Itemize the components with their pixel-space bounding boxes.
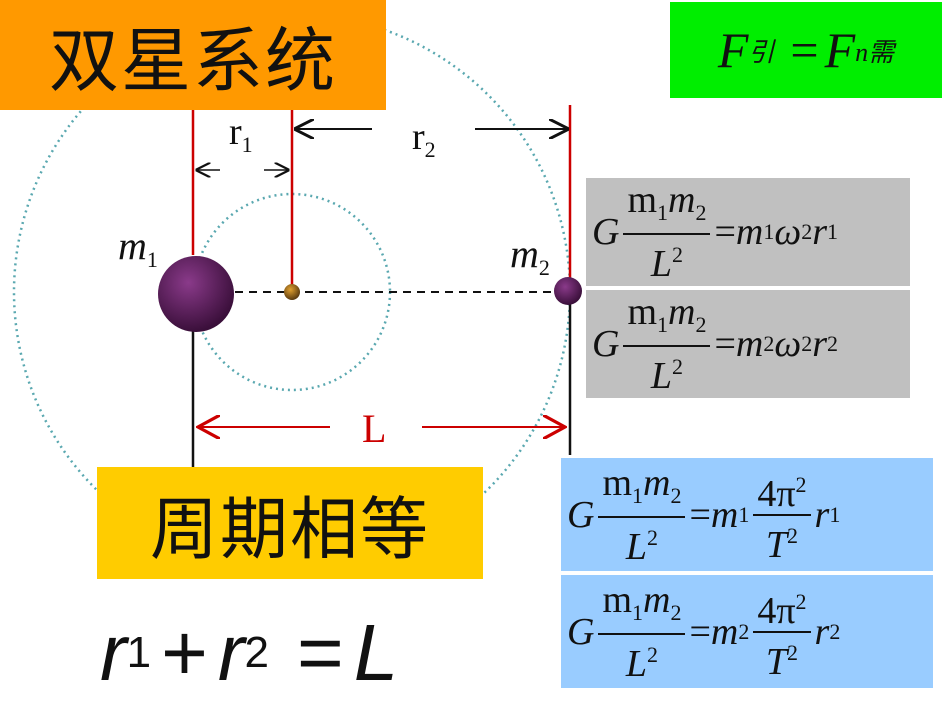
L-label: L xyxy=(362,406,387,451)
star-m1 xyxy=(158,256,234,332)
m1-label: m1 xyxy=(118,223,158,272)
title: 双星系统 xyxy=(0,0,386,110)
r1-label: r1 xyxy=(229,111,253,157)
center-of-mass xyxy=(284,284,300,300)
r2-label: r2 xyxy=(412,116,436,162)
period-equal-label: 周期相等 xyxy=(97,467,483,579)
m2-label: m2 xyxy=(510,231,550,280)
star-m2 xyxy=(554,277,582,305)
